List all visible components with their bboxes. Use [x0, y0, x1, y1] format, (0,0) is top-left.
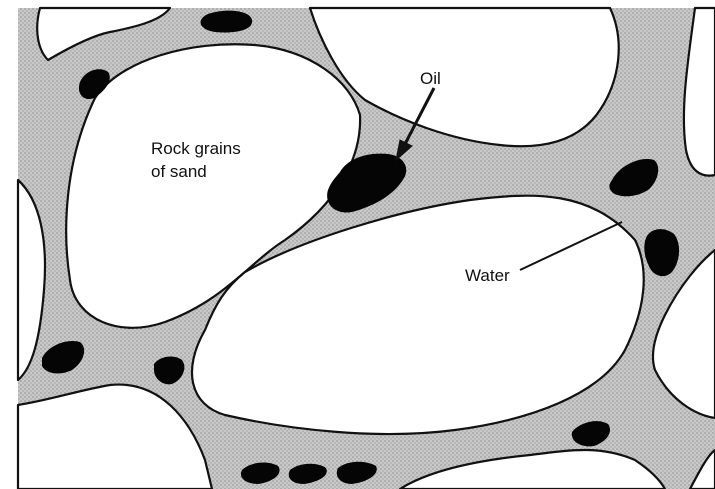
rock-grains-label-line2: of sand	[151, 160, 241, 183]
rock-grains-label: Rock grains of sand	[151, 137, 241, 183]
water-label: Water	[465, 264, 510, 287]
oil-label: Oil	[420, 67, 441, 90]
rock-grains-label-line1: Rock grains	[151, 137, 241, 160]
oil-droplet-top	[201, 11, 253, 33]
